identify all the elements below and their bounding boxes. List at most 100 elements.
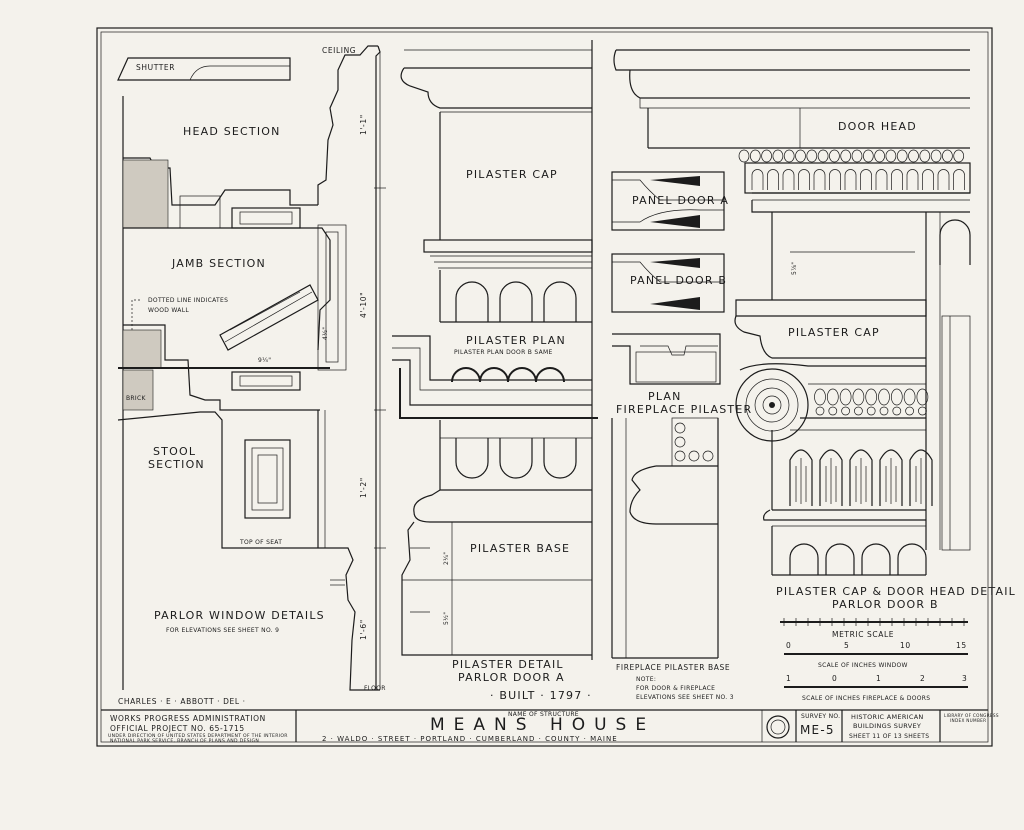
bead: [749, 149, 761, 163]
base-arch: [861, 543, 891, 575]
leaf-vein: [855, 458, 867, 504]
bead: [783, 149, 795, 163]
index-line-2: INDEX NUMBER: [950, 718, 986, 723]
label-stool-2: SECTION: [148, 458, 205, 471]
dentil-arch: [844, 169, 857, 190]
label-dim-5-7-8: 5⅞": [791, 262, 798, 275]
label-dim-2-1-4: 2¼": [443, 552, 450, 565]
cap-door-head: DOOR HEAD 5⅞" PILASTER CAP: [613, 49, 1016, 611]
dart: [841, 406, 850, 416]
label-panel-door-b: PANEL DOOR B: [630, 274, 727, 287]
arch-row-top: [751, 169, 965, 190]
dart: [879, 406, 889, 416]
egg: [903, 388, 916, 406]
label-built: · BUILT · 1797 ·: [490, 689, 592, 702]
label-pilaster-cap-right: PILASTER CAP: [788, 326, 880, 339]
leaf-vein: [795, 458, 807, 504]
acanthus-leaf: [789, 449, 813, 506]
inch-tick-0: 1: [786, 674, 791, 683]
label-pilaster-plan: PILASTER PLAN: [466, 334, 566, 347]
dentil-arch: [829, 169, 841, 190]
egg: [890, 388, 903, 406]
wpa-line-2: OFFICIAL PROJECT NO. 65-1715: [110, 724, 245, 733]
egg: [865, 388, 878, 406]
label-note-1: NOTE:: [636, 676, 656, 683]
bead: [862, 149, 874, 163]
dentil-arch: [891, 169, 903, 190]
base-arch: [825, 543, 855, 575]
dentil-arch: [782, 169, 795, 190]
structure-address: 2 · WALDO · STREET · PORTLAND · CUMBERLA…: [322, 735, 618, 743]
label-jamb-section: JAMB SECTION: [171, 257, 266, 270]
pilaster-detail: PILASTER CAP PILASTER PLAN PILASTER PLAN…: [392, 40, 598, 702]
acanthus-leaf: [849, 449, 873, 506]
bead: [817, 149, 829, 163]
leaf-vein: [825, 458, 837, 504]
label-dim-4-10: 4'-10": [359, 292, 368, 318]
dart: [854, 406, 863, 416]
label-shutter: SHUTTER: [136, 63, 175, 72]
inch-tick-4: 3: [962, 674, 967, 683]
label-dim-1-6: 1'-6": [359, 619, 368, 640]
egg: [878, 388, 890, 406]
dentil-arch: [922, 169, 934, 190]
label-plan-2: FIREPLACE PILASTER: [616, 403, 752, 416]
label-delineator: CHARLES · E · ABBOTT · DEL ·: [118, 697, 246, 706]
label-note-3: ELEVATIONS SEE SHEET NO. 3: [636, 694, 734, 701]
bead: [772, 149, 784, 163]
label-head-section: HEAD SECTION: [183, 125, 281, 138]
index-line-1: LIBRARY OF CONGRESS: [944, 713, 999, 718]
label-floor: FLOOR: [364, 685, 386, 692]
bead: [795, 149, 806, 163]
dentil-arch: [906, 169, 919, 190]
arch-row-bottom: [789, 543, 927, 575]
label-pilaster-detail-2: PARLOR DOOR A: [458, 671, 565, 684]
interior-seal: [766, 715, 790, 739]
metric-scale-bar: [783, 618, 965, 626]
outer-border: [96, 27, 993, 747]
metric-tick-3: 15: [956, 641, 967, 650]
label-dim-1-2: 1'-2": [359, 477, 368, 498]
habs-line-1: HISTORIC AMERICAN: [851, 713, 924, 721]
structure-name: MEANS HOUSE: [430, 715, 655, 735]
survey-caption: SURVEY NO.: [801, 713, 840, 720]
egg: [826, 388, 839, 406]
sheet-number: SHEET 11 OF 13 SHEETS: [849, 733, 929, 740]
bead: [908, 149, 919, 163]
dentil-arch: [860, 169, 872, 190]
label-dim-1-1: 1'-1": [359, 114, 368, 135]
base-arch: [897, 543, 927, 575]
dart: [815, 406, 825, 416]
inner-border: [100, 31, 989, 743]
leaf-vein: [885, 458, 897, 504]
wpa-line-4: NATIONAL PARK SERVICE, BRANCH OF PLANS A…: [110, 738, 259, 744]
dentil-arch: [813, 169, 826, 190]
metric-scale-label: METRIC SCALE: [832, 630, 894, 639]
label-parlor-window: PARLOR WINDOW DETAILS: [154, 609, 325, 622]
window-details: SHUTTER HEAD SECTION CEILING JAMB SECTIO…: [117, 45, 386, 706]
dart: [918, 406, 927, 416]
label-fireplace-base: FIREPLACE PILASTER BASE: [616, 663, 730, 672]
dart: [866, 406, 876, 416]
dentil-arch: [751, 169, 764, 190]
inches-window-label: SCALE OF INCHES WINDOW: [818, 662, 908, 669]
label-plan-1: PLAN: [648, 390, 682, 403]
label-pilaster-detail-1: PILASTER DETAIL: [452, 658, 564, 671]
dentil-arch: [953, 169, 965, 190]
metric-tick-2: 10: [900, 641, 911, 650]
bead: [829, 149, 840, 163]
label-note-2: FOR DOOR & FIREPLACE: [636, 685, 715, 692]
inch-tick-1: 0: [832, 674, 837, 683]
egg: [852, 388, 865, 406]
inch-tick-3: 2: [920, 674, 925, 683]
dentil-arch: [875, 169, 888, 190]
acanthus-leaf: [909, 449, 933, 506]
leaf-vein: [915, 458, 927, 504]
name-caption: NAME OF STRUCTURE: [508, 711, 579, 718]
label-cap-detail-1: PILASTER CAP & DOOR HEAD DETAIL: [776, 585, 1016, 598]
dart: [905, 406, 914, 416]
wpa-line-1: WORKS PROGRESS ADMINISTRATION: [110, 714, 266, 723]
label-dotted-line-1: DOTTED LINE INDICATES: [148, 297, 228, 304]
acanthus-row: [789, 449, 933, 506]
